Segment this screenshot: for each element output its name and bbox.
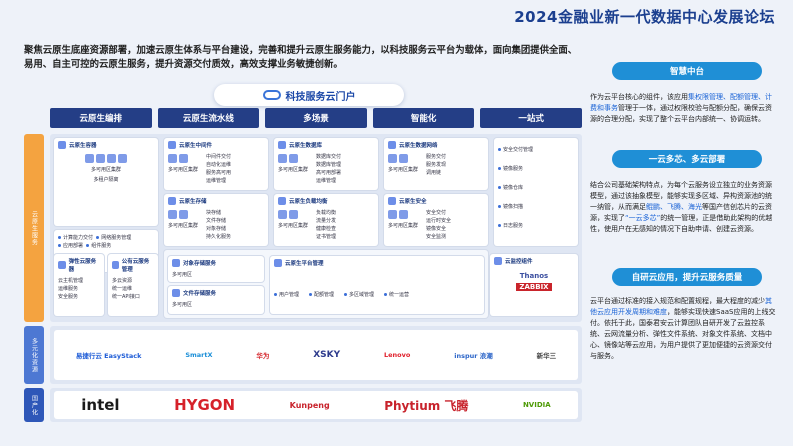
nvidia-logo: NVIDIA xyxy=(522,401,551,409)
tab-multi-scenario[interactable]: 多场景 xyxy=(265,108,367,128)
huawei-logo: 华为 xyxy=(256,352,270,360)
pill-self-developed: 自研云应用，提升云服务质量 xyxy=(612,268,762,286)
sidebar-cloud-native: 云原生服务 xyxy=(24,134,44,322)
architecture-diagram: 科技服务云门户 云原生编排 云原生流水线 多场景 智能化 一站式 云原生服务 多… xyxy=(24,82,584,422)
container-icon xyxy=(58,141,66,149)
tab-orchestration[interactable]: 云原生编排 xyxy=(50,108,152,128)
intel-logo: intel xyxy=(81,396,120,414)
card-load-balancer[interactable]: 云原生负载均衡 多可用区集群 负载均衡流量分发健康检查证书管理 xyxy=(274,194,378,246)
smartx-logo: SmartX xyxy=(185,351,213,359)
inspur-logo: inspur 浪潮 xyxy=(454,352,493,360)
zabbix-logo: ZABBIX xyxy=(516,283,552,291)
xsky-logo: XSKY xyxy=(313,350,341,360)
vendor-logos-row: 易捷行云 EasyStack SmartX 华为 XSKY Lenovo ins… xyxy=(54,330,578,380)
sidebar-domestic: 国产化 xyxy=(24,388,44,422)
section2-text: 结合公司基础架构特点，为每个云服务设立独立的业务资源模型，通过该抽象模型，能够实… xyxy=(590,181,773,233)
easystack-logo: 易捷行云 EasyStack xyxy=(75,352,142,360)
tab-intelligence[interactable]: 智能化 xyxy=(372,108,475,128)
card-side-list[interactable]: 安全交付管理 镜像服务 镜像仓库 镜像扫描 日志服务 xyxy=(494,138,578,246)
phytium-logo: Phytium 飞腾 xyxy=(384,398,469,413)
cloud-icon xyxy=(262,90,281,100)
card-bare-metal[interactable]: 弹性云服务器 云主机管理运维服务安全服务 xyxy=(54,254,104,316)
portal-header[interactable]: 科技服务云门户 xyxy=(214,84,404,106)
h3c-logo: 新华三 xyxy=(536,352,557,360)
card-middleware[interactable]: 云原生中间件 多可用区集群 中间件交付自动化运维服务高可用运维管理 xyxy=(164,138,268,190)
hygon-logo: HYGON xyxy=(174,396,236,414)
card-object-storage[interactable]: 对象存储服务 多可用区 xyxy=(168,256,264,282)
portal-label: 科技服务云门户 xyxy=(285,91,356,103)
chip-logos-row: intel HYGON Kunpeng Phytium 飞腾 NVIDIA xyxy=(54,391,578,419)
card-file-storage[interactable]: 文件存储服务 多可用区 xyxy=(168,286,264,314)
card-public-cloud[interactable]: 公有云服务管理 多云资源统一运维统一API接口 xyxy=(108,254,158,316)
lenovo-logo: Lenovo xyxy=(384,351,411,359)
sidebar-resources: 多元化资源 xyxy=(24,326,44,384)
card-container[interactable]: 云原生容器 多可用区集群 多租户隔离 xyxy=(54,138,158,226)
card-network[interactable]: 云原生数据网络 多可用区集群 服务交付服务发现调用链 xyxy=(384,138,488,190)
pill-smart-platform: 智慧中台 xyxy=(612,62,762,80)
pill-multi-chip: 一云多芯、多云部署 xyxy=(612,150,762,168)
card-database[interactable]: 云原生数据库 多可用区集群 数据库交付数据库管理高可用部署运维管理 xyxy=(274,138,378,190)
kunpeng-logo: Kunpeng xyxy=(289,400,330,410)
thanos-logo: Thanos xyxy=(519,272,549,280)
card-security[interactable]: 云原生安全 多可用区集群 安全交付运行时安全镜像安全安全监测 xyxy=(384,194,488,246)
forum-title: 2024金融业新一代数据中心发展论坛 xyxy=(514,8,775,26)
card-platform-management[interactable]: 云原生平台管理 用户管理 配额管理 多区域管理 统一运营 xyxy=(270,256,484,314)
card-monitoring[interactable]: 云监控组件 Thanos ZABBIX xyxy=(490,254,578,316)
capability-tabs: 云原生编排 云原生流水线 多场景 智能化 一站式 xyxy=(50,108,582,128)
card-storage[interactable]: 云原生存储 多可用区集群 块存储文件存储对象存储持久化服务 xyxy=(164,194,268,246)
tab-one-stop[interactable]: 一站式 xyxy=(480,108,582,128)
intro-text: 聚焦云原生底座资源部署，加速云原生体系与平台建设，完善和提升云原生服务能力，以科… xyxy=(24,45,578,70)
section1-text: 作为云平台核心的组件，该应用集权限管理、配额管理、计费和事务管理于一体，通过权限… xyxy=(590,93,772,123)
tab-pipeline[interactable]: 云原生流水线 xyxy=(157,108,260,128)
section3-text: 云平台通过标准的接入规范和配置规程，最大程度的减少其他云应用开发周期和难度，能够… xyxy=(590,297,776,360)
